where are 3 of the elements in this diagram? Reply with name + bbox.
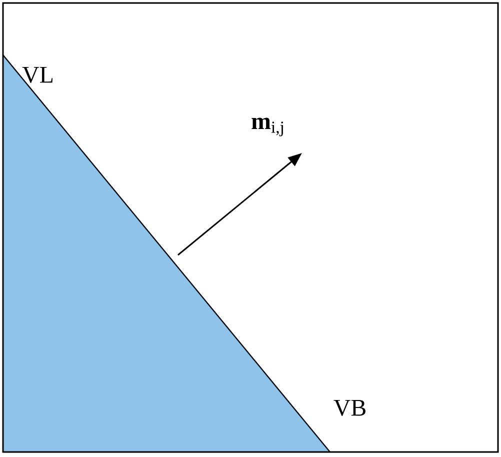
label: VB [334,400,366,416]
label: m$_{i,j}$ [252,118,284,136]
label: VL [22,66,52,83]
